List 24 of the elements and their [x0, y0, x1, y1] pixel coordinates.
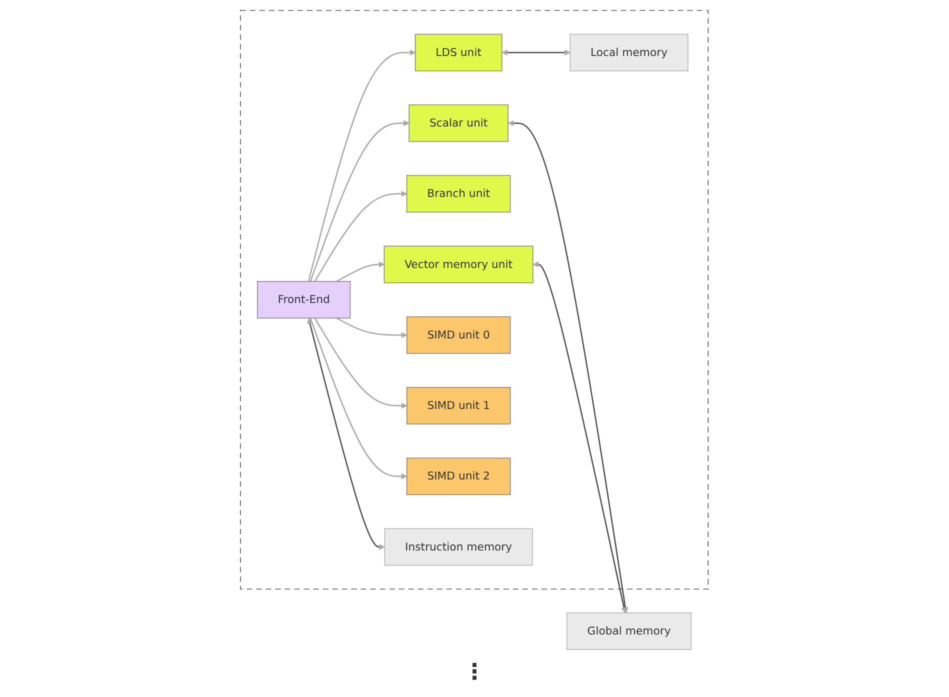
arrow	[336, 318, 408, 338]
node-box: Instruction memory	[384, 528, 533, 566]
node-box: Branch unit	[406, 175, 511, 212]
node-box: Local memory	[570, 34, 688, 72]
arrow	[310, 318, 408, 480]
node-box: Global memory	[566, 612, 692, 650]
node-box: LDS unit	[415, 34, 502, 72]
node-box: SIMD unit 0	[406, 316, 511, 354]
arrow	[336, 261, 385, 282]
node-box: Vector memory unit	[384, 246, 534, 284]
node-box: Scalar unit	[408, 104, 509, 142]
node-box: SIMD unit 1	[406, 387, 511, 424]
arrow	[533, 261, 628, 614]
arrow	[314, 318, 408, 409]
arrow	[307, 318, 386, 550]
arrow	[314, 190, 408, 282]
ellipsis-mark: ⋮	[464, 660, 486, 685]
cluster	[240, 10, 709, 590]
node-box: Front-End	[257, 281, 351, 318]
arrow	[308, 50, 416, 282]
arrow	[310, 120, 410, 282]
arrow	[508, 120, 628, 614]
node-box: SIMD unit 2	[406, 458, 511, 496]
arrow	[502, 50, 571, 56]
